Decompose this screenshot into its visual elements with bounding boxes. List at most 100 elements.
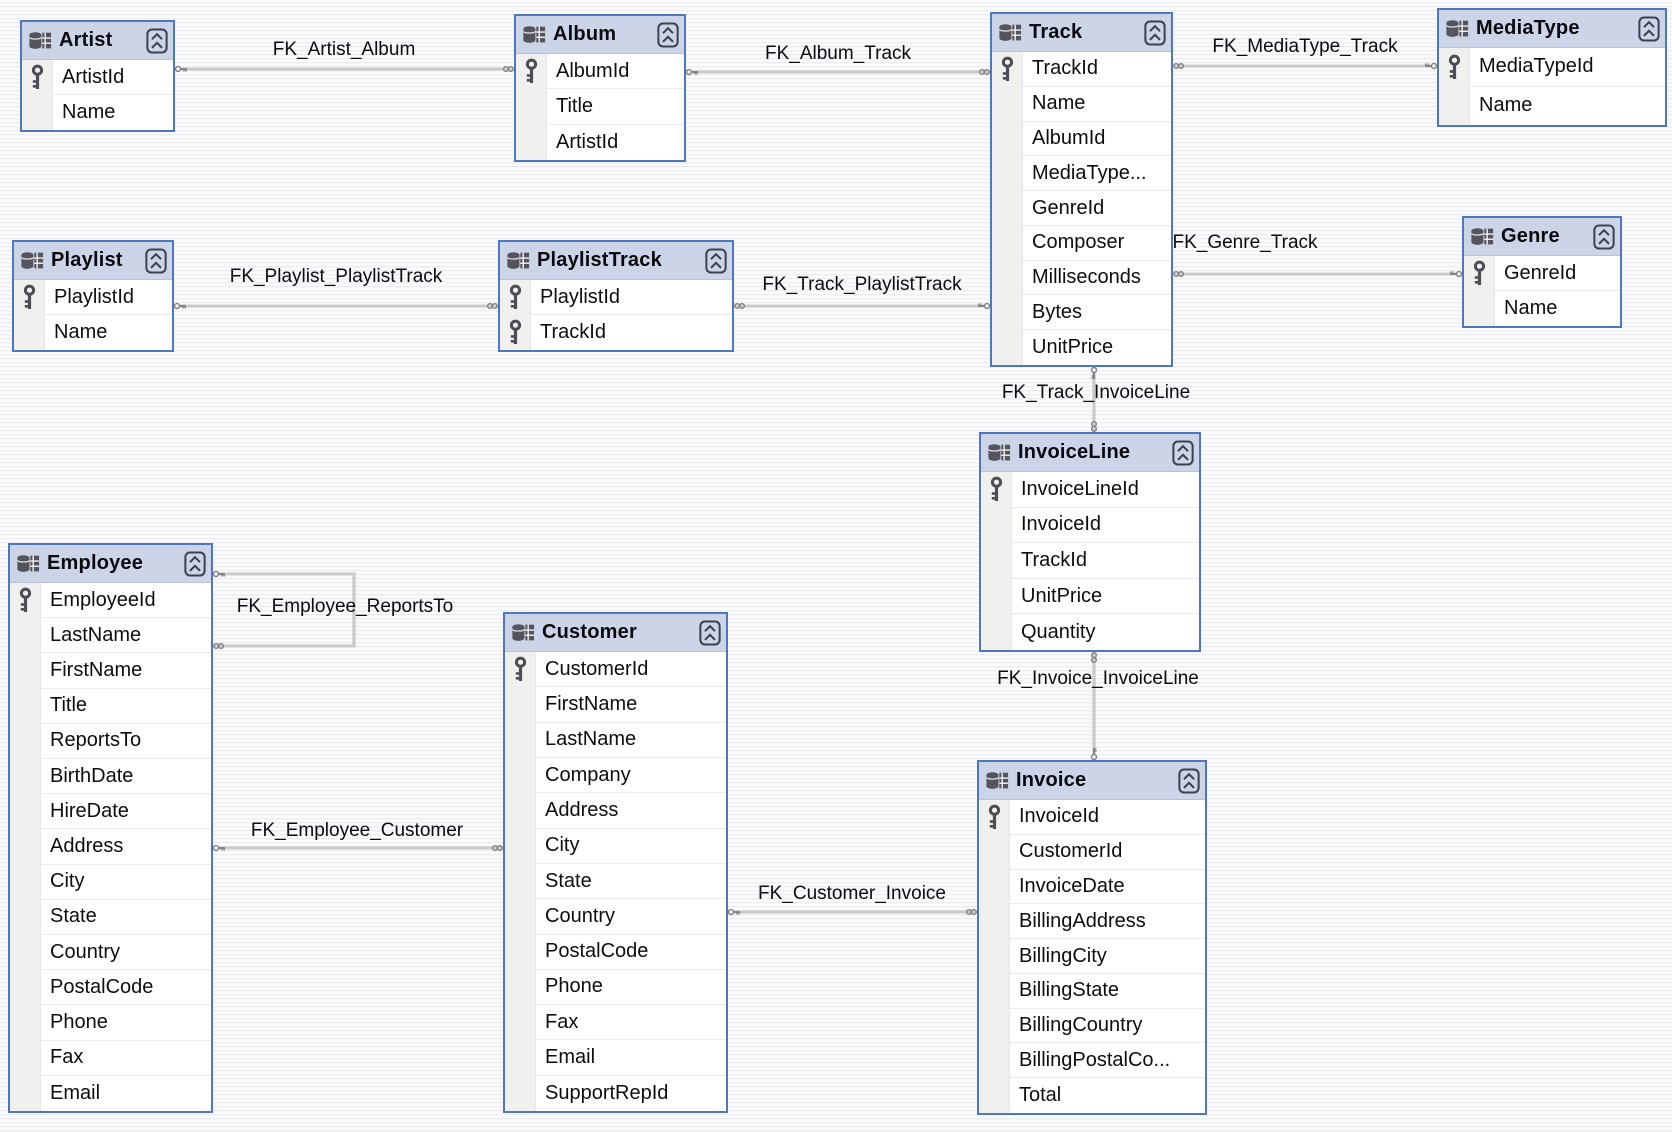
column-row[interactable]: InvoiceLineId (981, 472, 1199, 508)
relationship-label[interactable]: FK_Genre_Track (1172, 232, 1318, 253)
column-row[interactable]: UnitPrice (981, 578, 1199, 615)
column-row[interactable]: ReportsTo (10, 723, 211, 760)
column-row[interactable]: PlaylistId (14, 280, 172, 315)
column-row[interactable]: Email (10, 1075, 211, 1112)
table-header[interactable]: Employee (10, 545, 211, 583)
column-row[interactable]: Email (505, 1040, 726, 1076)
relationship-label[interactable]: FK_Album_Track (764, 43, 912, 64)
column-row[interactable]: Name (22, 95, 173, 130)
column-row[interactable]: City (10, 864, 211, 900)
column-row[interactable]: PostalCode (505, 934, 726, 970)
column-row[interactable]: HireDate (10, 794, 211, 830)
column-row[interactable]: Fax (10, 1040, 211, 1076)
column-row[interactable]: MediaType... (992, 156, 1171, 192)
column-row[interactable]: EmployeeId (10, 583, 211, 619)
table-header[interactable]: Playlist (14, 242, 172, 280)
table-header[interactable]: Invoice (979, 762, 1205, 800)
column-row[interactable]: TrackId (992, 52, 1171, 87)
column-row[interactable]: CustomerId (979, 834, 1205, 870)
column-row[interactable]: InvoiceId (981, 507, 1199, 544)
column-row[interactable]: TrackId (500, 315, 732, 350)
collapse-button[interactable] (1172, 440, 1194, 466)
collapse-button[interactable] (1178, 768, 1200, 794)
column-row[interactable]: State (505, 863, 726, 900)
table-header[interactable]: Genre (1464, 218, 1620, 256)
table-header[interactable]: Customer (505, 614, 726, 652)
column-row[interactable]: Name (14, 315, 172, 350)
table-header[interactable]: MediaType (1439, 10, 1665, 48)
relationship-label[interactable]: FK_Employee_ReportsTo (236, 596, 454, 617)
table-header[interactable]: Album (516, 16, 684, 54)
column-row[interactable]: Quantity (981, 614, 1199, 650)
column-row[interactable]: BillingPostalCo... (979, 1043, 1205, 1079)
column-row[interactable]: Name (992, 86, 1171, 122)
column-row[interactable]: Title (10, 688, 211, 724)
collapse-button[interactable] (1593, 224, 1615, 250)
collapse-button[interactable] (145, 248, 167, 274)
collapse-button[interactable] (657, 22, 679, 48)
column-row[interactable]: Name (1464, 291, 1620, 326)
table-header[interactable]: Artist (22, 22, 173, 60)
column-row[interactable]: TrackId (981, 543, 1199, 579)
relationship-label[interactable]: FK_Track_InvoiceLine (1001, 382, 1191, 403)
column-row[interactable]: PlaylistId (500, 280, 732, 315)
column-row[interactable]: Composer (992, 225, 1171, 261)
column-row[interactable]: FirstName (10, 653, 211, 689)
column-row[interactable]: CustomerId (505, 652, 726, 688)
collapse-button[interactable] (1144, 20, 1166, 46)
relationship-label[interactable]: FK_Invoice_InvoiceLine (997, 668, 1199, 689)
column-row[interactable]: Address (505, 793, 726, 829)
column-row[interactable]: ArtistId (22, 60, 173, 95)
column-row[interactable]: BirthDate (10, 759, 211, 795)
collapse-button[interactable] (699, 620, 721, 646)
column-row[interactable]: FirstName (505, 687, 726, 723)
column-row[interactable]: BillingCity (979, 939, 1205, 974)
column-row[interactable]: Title (516, 89, 684, 125)
column-row[interactable]: Country (505, 899, 726, 935)
column-row[interactable]: BillingState (979, 973, 1205, 1009)
relationship-label[interactable]: FK_Playlist_PlaylistTrack (229, 266, 443, 287)
collapse-button[interactable] (184, 551, 206, 577)
table-header[interactable]: InvoiceLine (981, 434, 1199, 472)
table-header[interactable]: PlaylistTrack (500, 242, 732, 280)
column-row[interactable]: City (505, 828, 726, 864)
column-row[interactable]: Company (505, 757, 726, 794)
column-row[interactable]: GenreId (1464, 256, 1620, 291)
relationship-label[interactable]: FK_Track_PlaylistTrack (762, 274, 962, 295)
column-row[interactable]: Total (979, 1078, 1205, 1114)
column-row[interactable]: InvoiceId (979, 800, 1205, 835)
table-header[interactable]: Track (992, 14, 1171, 52)
column-row[interactable]: GenreId (992, 191, 1171, 226)
relationship-label[interactable]: FK_Customer_Invoice (758, 883, 946, 904)
column-row[interactable]: BillingAddress (979, 904, 1205, 940)
relationship-label[interactable]: FK_Employee_Customer (250, 820, 464, 841)
column-row[interactable]: AlbumId (992, 121, 1171, 157)
column-row[interactable]: SupportRepId (505, 1075, 726, 1112)
column-row[interactable]: ArtistId (516, 124, 684, 160)
column-row[interactable]: InvoiceDate (979, 869, 1205, 905)
column-row[interactable]: Phone (10, 1005, 211, 1041)
collapse-button[interactable] (1638, 16, 1660, 42)
column-row[interactable]: Phone (505, 969, 726, 1006)
column-row[interactable]: UnitPrice (992, 330, 1171, 366)
collapse-button[interactable] (705, 248, 727, 274)
relationship-label[interactable]: FK_Artist_Album (272, 39, 416, 60)
column-row[interactable]: Country (10, 935, 211, 971)
column-row[interactable]: PostalCode (10, 970, 211, 1006)
column-row[interactable]: MediaTypeId (1439, 48, 1665, 87)
column-row[interactable]: Name (1439, 86, 1665, 125)
column-row[interactable]: Address (10, 829, 211, 865)
relationship-label[interactable]: FK_MediaType_Track (1212, 36, 1398, 57)
column-row[interactable]: Fax (505, 1005, 726, 1041)
column-row[interactable]: State (10, 899, 211, 936)
